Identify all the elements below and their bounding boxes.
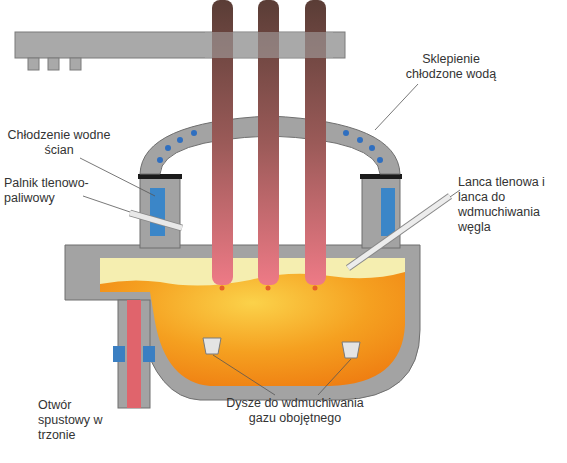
- tap-hole-collar: [113, 346, 125, 362]
- lance-label: Lanca tlenowa i lanca do wdmuchiwania wę…: [458, 175, 566, 235]
- tap-hole-label: Otwór spustowy w trzonie: [38, 398, 118, 443]
- nozzle-label: Dysze do wdmuchiwania gazu obojętnego: [220, 396, 370, 426]
- roof-seat: [360, 174, 402, 179]
- wall-cooling-label: Chłodzenie wodne ścian: [4, 128, 114, 158]
- burner: [130, 213, 182, 228]
- roof-label: Sklepienie chłodzone wodą: [392, 52, 510, 82]
- lance: [348, 196, 450, 268]
- tap-hole-collar: [143, 346, 155, 362]
- roof-seat: [138, 174, 182, 179]
- gas-nozzle: [203, 338, 221, 354]
- gas-nozzle: [342, 342, 360, 358]
- electrode-arm: [15, 32, 345, 58]
- tap-hole-channel: [127, 300, 141, 408]
- burner: [130, 213, 182, 228]
- wall-cooling: [381, 188, 395, 236]
- lance: [348, 196, 450, 268]
- arm-holder: [28, 58, 39, 70]
- wall-cooling: [150, 188, 165, 236]
- leader-line: [80, 84, 460, 395]
- wall: [140, 178, 180, 248]
- arm-holder: [70, 58, 81, 70]
- arm-holder: [48, 58, 59, 70]
- arm-clamp: [205, 32, 333, 58]
- arc-spark: [220, 286, 318, 291]
- burner-label: Palnik tlenowo-paliwowy: [4, 176, 100, 206]
